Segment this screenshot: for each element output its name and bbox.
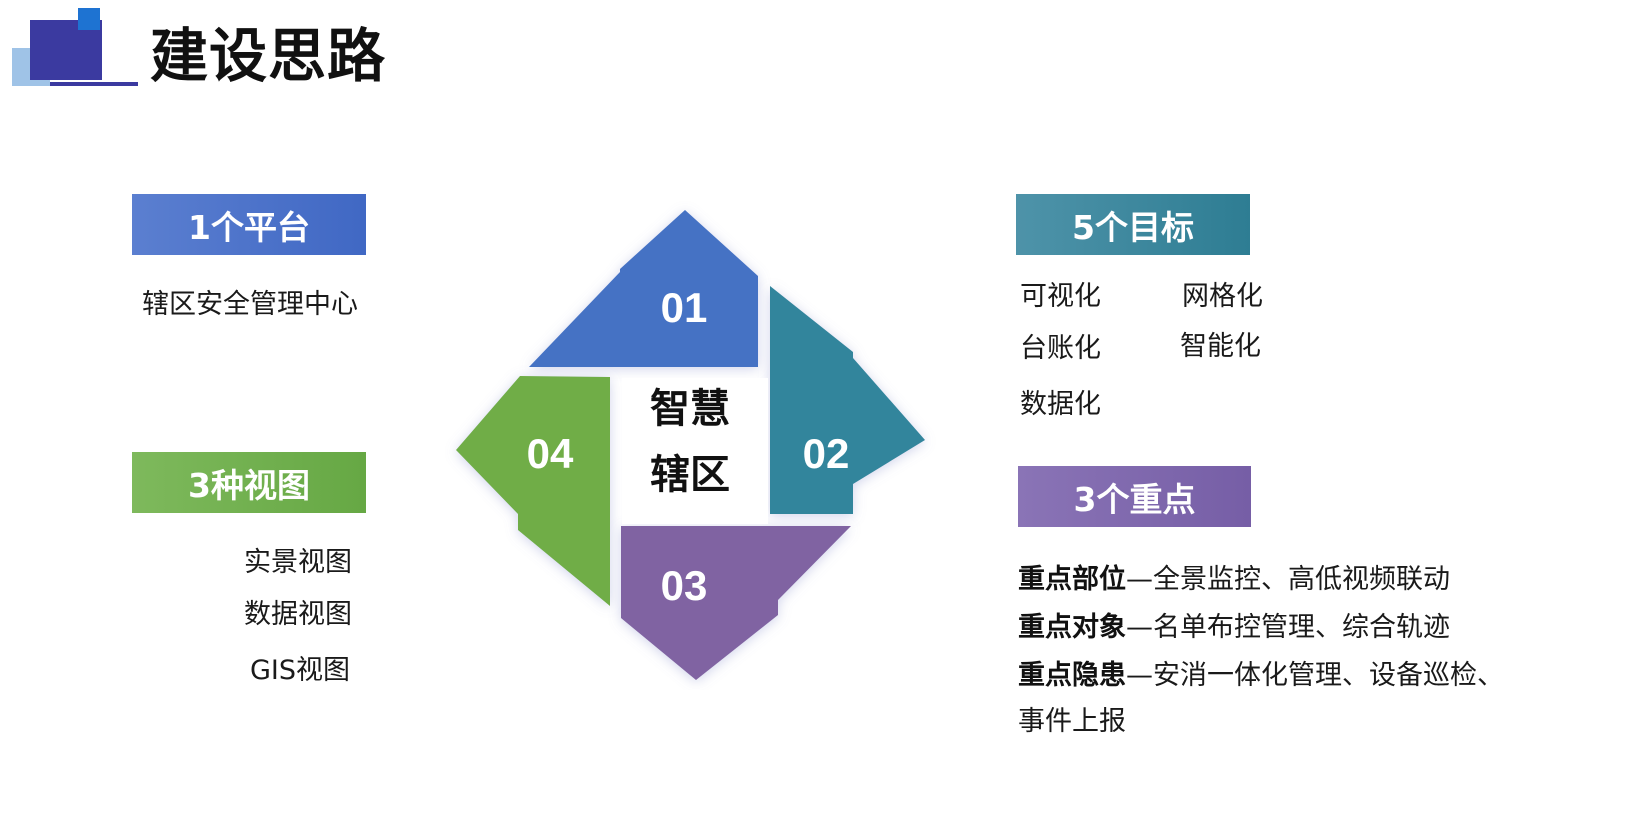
- segment-03: [621, 526, 851, 680]
- segment-04: [456, 376, 610, 606]
- segment-01: [529, 210, 758, 367]
- key-item-objects: 重点对象—名单布控管理、综合轨迹: [1018, 610, 1450, 646]
- view-item-data: 数据视图: [244, 599, 352, 630]
- key-item-tail: —名单布控管理、综合轨迹: [1126, 612, 1450, 643]
- key-item-locations: 重点部位—全景监控、高低视频联动: [1018, 562, 1450, 598]
- page-title: 建设思路: [150, 22, 387, 90]
- key-item-hazards: 重点隐患—安消一体化管理、设备巡检、: [1018, 658, 1504, 694]
- key-item-continuation: 事件上报: [1018, 706, 1126, 737]
- keys-tag: 3个重点: [1018, 466, 1251, 527]
- goal-item-visual: 可视化: [1020, 281, 1101, 312]
- segment-03-number: 03: [661, 562, 708, 609]
- key-item-head: 重点对象: [1018, 612, 1126, 643]
- goal-item-ledger: 台账化: [1020, 333, 1101, 364]
- segment-02: [770, 286, 925, 514]
- header-logo: [12, 8, 138, 88]
- view-item-gis: GIS视图: [250, 655, 351, 686]
- segment-01-number: 01: [661, 284, 708, 331]
- center-text-line1: 智慧: [650, 386, 730, 432]
- platform-item: 辖区安全管理中心: [142, 289, 358, 320]
- logo-underline: [50, 82, 138, 86]
- key-item-tail: —安消一体化管理、设备巡检、: [1126, 660, 1504, 691]
- views-tag: 3种视图: [132, 452, 366, 513]
- goal-item-smart: 智能化: [1180, 331, 1261, 362]
- view-item-realscene: 实景视图: [244, 547, 352, 578]
- logo-square-accent: [78, 8, 100, 30]
- goal-item-data: 数据化: [1020, 389, 1101, 420]
- center-text-line2: 辖区: [650, 452, 730, 498]
- smart-district-diamond: 01 02 03 04 智慧 辖区: [456, 210, 925, 680]
- key-item-head: 重点部位: [1018, 564, 1126, 595]
- logo-square-dark: [30, 20, 102, 80]
- center-box: [622, 378, 768, 524]
- goals-tag: 5个目标: [1016, 194, 1250, 255]
- key-item-tail: —全景监控、高低视频联动: [1126, 564, 1450, 595]
- segment-04-number: 04: [527, 430, 574, 477]
- goal-item-grid: 网格化: [1182, 281, 1263, 312]
- segment-02-number: 02: [803, 430, 850, 477]
- key-item-head: 重点隐患: [1018, 660, 1126, 691]
- platform-tag: 1个平台: [132, 194, 366, 255]
